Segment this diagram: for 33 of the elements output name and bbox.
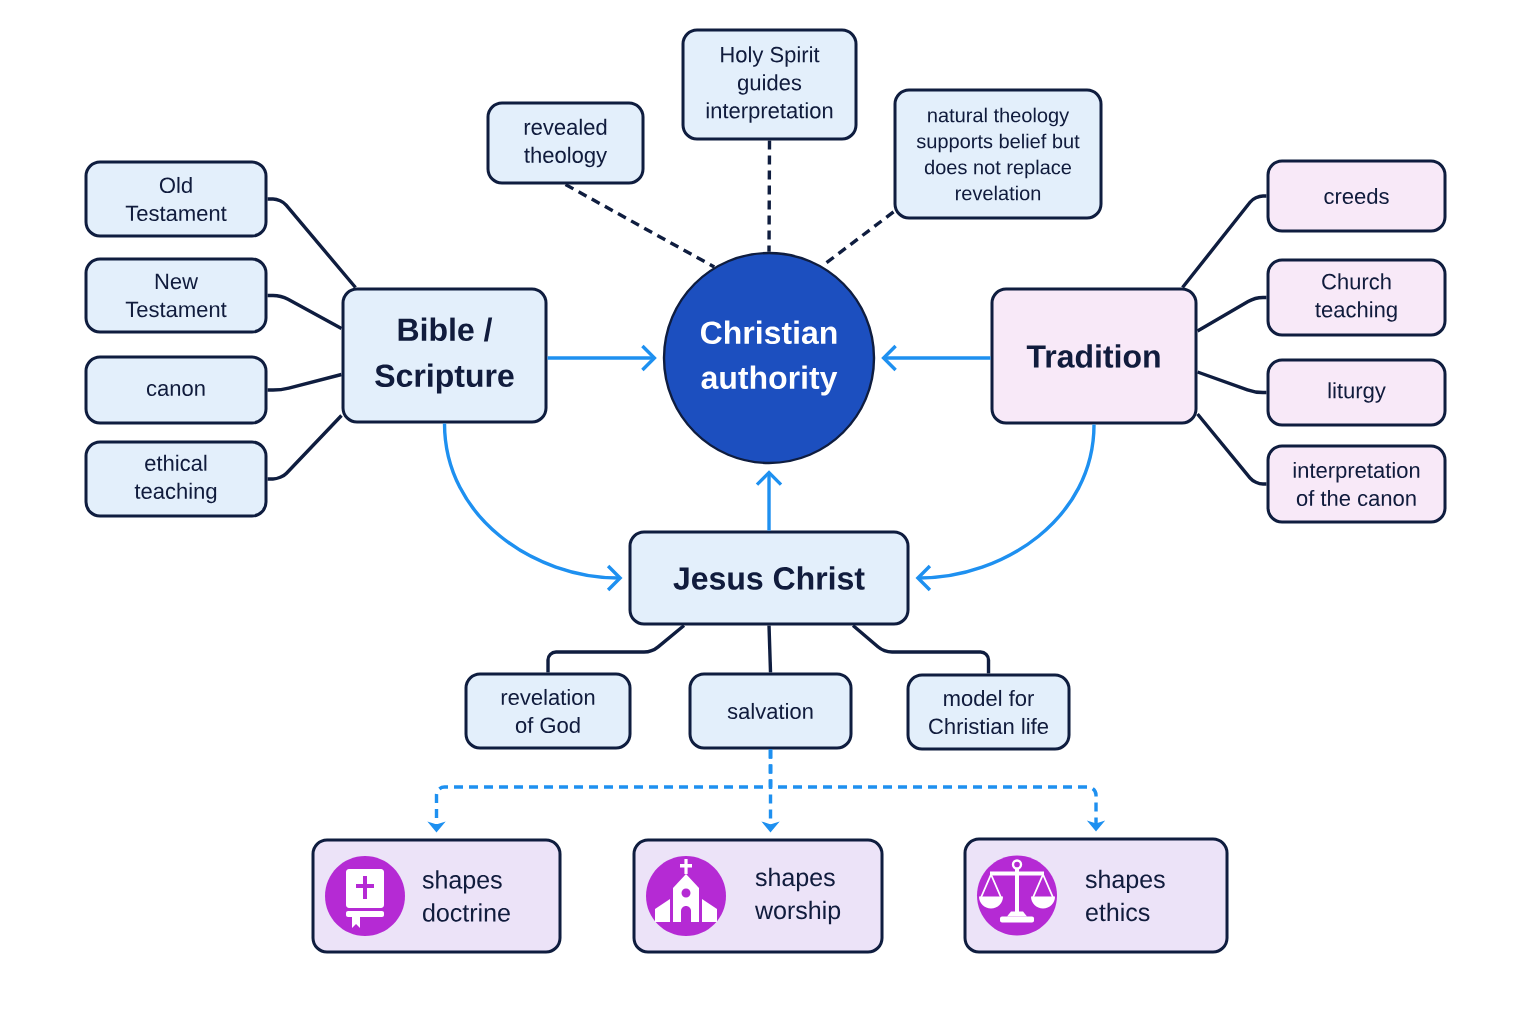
topic-box: revealed theology [486, 101, 645, 185]
topic-box: salvation [688, 672, 853, 750]
topic-box: interpretation of the canon [1266, 444, 1447, 524]
connector-line [267, 414, 343, 481]
arrow [915, 424, 1096, 592]
arrow [755, 470, 783, 531]
topic-box: canon [84, 355, 268, 425]
connector-line [267, 197, 357, 289]
dashed-connector-line [564, 183, 716, 269]
connector-line [267, 293, 343, 330]
topic-box: natural theology supports belief but does not replace revelation [893, 88, 1103, 220]
topic-box: Bible / Scripture [341, 287, 548, 424]
connector-line [1196, 295, 1267, 333]
topic-box: Holy Spirit guides interpretation [681, 28, 858, 141]
arrow [547, 344, 657, 372]
connector-line [267, 372, 342, 392]
connector-line [767, 625, 773, 673]
topic-box: New Testament [84, 257, 268, 334]
topic-box: creeds [1266, 159, 1447, 233]
topic-box: Old Testament [84, 160, 268, 238]
topic-box: ethical teaching [84, 440, 268, 518]
arrow [442, 423, 623, 592]
connector-line [1181, 194, 1267, 289]
connector-line [1196, 412, 1267, 486]
dashed-connector-line [767, 140, 772, 252]
topic-box: Church teaching [1266, 258, 1447, 337]
topic-box: model for Christian life [906, 673, 1071, 751]
arrow [881, 344, 991, 372]
connector-line [1196, 370, 1267, 395]
topic-box: Tradition [990, 287, 1198, 425]
topic-box: liturgy [1266, 358, 1447, 427]
topic-box: revelation of God [464, 672, 632, 750]
topic-box: Jesus Christ [628, 530, 910, 626]
